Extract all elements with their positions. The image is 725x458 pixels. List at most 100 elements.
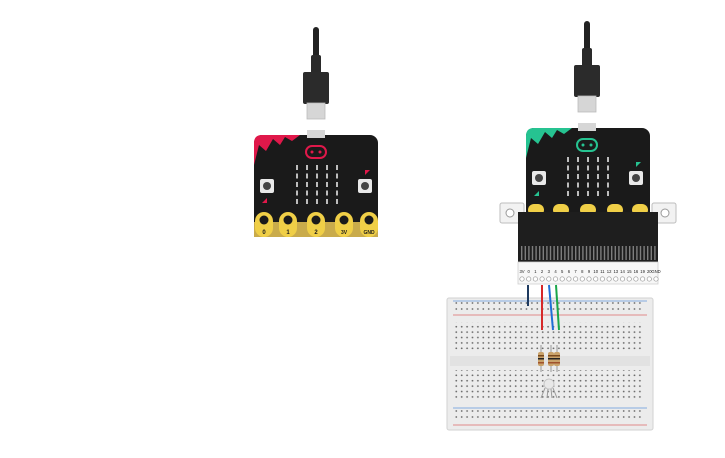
- led-pixel: [567, 191, 569, 196]
- connector-hole[interactable]: [653, 276, 659, 282]
- connector-hole[interactable]: [579, 276, 585, 282]
- led-pixel: [326, 173, 328, 179]
- led-pixel: [296, 199, 298, 204]
- button-b[interactable]: [629, 171, 643, 185]
- connector-hole[interactable]: [599, 276, 605, 282]
- connector-hole[interactable]: [532, 276, 538, 282]
- connector-pin-label: 6: [568, 269, 571, 274]
- logo-icon: [305, 145, 327, 159]
- connector-hole[interactable]: [573, 276, 579, 282]
- led-pixel: [587, 191, 589, 196]
- led-pixel: [306, 190, 308, 196]
- connector-hole[interactable]: [526, 276, 532, 282]
- led-pixel: [567, 182, 569, 188]
- connector-pin-label: 4: [554, 269, 557, 274]
- edge-pin: 2: [307, 212, 325, 237]
- connector-pin-label: 0: [528, 269, 531, 274]
- led-pixel: [316, 165, 318, 170]
- led-pixel: [306, 173, 308, 179]
- led-pixel: [567, 165, 569, 171]
- edge-pin: GND: [360, 212, 378, 237]
- led-pixel: [587, 174, 589, 179]
- green-wire: [555, 284, 560, 331]
- led-pixel: [597, 165, 599, 171]
- pin-label: 3V: [341, 230, 348, 236]
- connector-pin-label: 12: [607, 269, 612, 274]
- led-pixel: [577, 165, 579, 171]
- button-a[interactable]: [260, 179, 274, 193]
- connector-pin-label: 7: [574, 269, 577, 274]
- connector-pin-label: 16: [634, 269, 639, 274]
- rgb-led-icon: [540, 378, 558, 399]
- led-pixel: [597, 157, 599, 162]
- led-matrix: [296, 165, 338, 204]
- connector-hole[interactable]: [586, 276, 592, 282]
- connector-pin-label: GND: [651, 269, 660, 274]
- button-b[interactable]: [358, 179, 372, 193]
- microbit-board-right: [526, 123, 650, 228]
- connector-pin-label: 14: [620, 269, 625, 274]
- button-icon: [361, 182, 369, 190]
- button-a[interactable]: [532, 171, 546, 185]
- led-pixel: [567, 174, 569, 179]
- connector-pin-label: 5: [561, 269, 564, 274]
- led-pixel: [296, 182, 298, 187]
- button-icon: [535, 174, 543, 182]
- connector-pin-label: 3V: [519, 269, 524, 274]
- led-pixel: [577, 191, 579, 196]
- connector-hole[interactable]: [633, 276, 639, 282]
- pin-label: GND: [363, 230, 375, 236]
- led-pixel: [306, 165, 308, 170]
- led-pixel: [306, 182, 308, 187]
- edge-pin: 1: [279, 212, 297, 237]
- edge-pin: 3V: [335, 212, 353, 237]
- led-pixel: [306, 199, 308, 204]
- connector-hole[interactable]: [606, 276, 612, 282]
- led-pixel: [326, 199, 328, 204]
- led-pixel: [326, 182, 328, 187]
- connector-pin-label: 15: [627, 269, 632, 274]
- connector-hole[interactable]: [566, 276, 572, 282]
- connector-pin-label: 10: [593, 269, 598, 274]
- led-pixel: [316, 182, 318, 187]
- connector-hole[interactable]: [546, 276, 552, 282]
- connector-hole[interactable]: [559, 276, 565, 282]
- usb-cable-icon: [574, 65, 600, 97]
- resistor-icon: [538, 345, 544, 372]
- led-pixel: [597, 191, 599, 196]
- usb-cable-right: [574, 21, 600, 113]
- connector-hole[interactable]: [539, 276, 545, 282]
- connector-hole[interactable]: [519, 276, 525, 282]
- connector-hole[interactable]: [626, 276, 632, 282]
- connector-hole[interactable]: [552, 276, 559, 282]
- connector-hole[interactable]: [593, 276, 599, 282]
- led-pixel: [597, 182, 599, 188]
- pin-label: 1: [286, 230, 290, 236]
- accent-corner-icon: [254, 135, 300, 165]
- resistors: [538, 345, 560, 372]
- pin-label: 0: [262, 230, 266, 236]
- led-pixel: [296, 190, 298, 196]
- pin-label: 2: [314, 230, 318, 236]
- connector-hole[interactable]: [619, 276, 626, 282]
- connector-hole[interactable]: [646, 276, 652, 282]
- accent-corner-icon: [526, 128, 572, 158]
- connector-pin-label: 2: [541, 269, 544, 274]
- connector-hole[interactable]: [613, 276, 619, 282]
- led-pixel: [336, 199, 338, 204]
- usb-cable-left: [303, 27, 329, 120]
- led-pixel: [316, 190, 318, 196]
- led-pixel: [326, 190, 328, 196]
- connector-pin-label: 20: [647, 269, 652, 274]
- connector-pin-label: 9: [588, 269, 591, 274]
- connector-pin-label: 8: [581, 269, 584, 274]
- button-icon: [263, 182, 271, 190]
- led-pixel: [336, 173, 338, 179]
- led-pixel: [296, 165, 298, 170]
- led-pixel: [607, 165, 609, 171]
- button-icon: [632, 174, 640, 182]
- connector-hole[interactable]: [640, 276, 646, 282]
- connector-pin-label: 13: [613, 269, 618, 274]
